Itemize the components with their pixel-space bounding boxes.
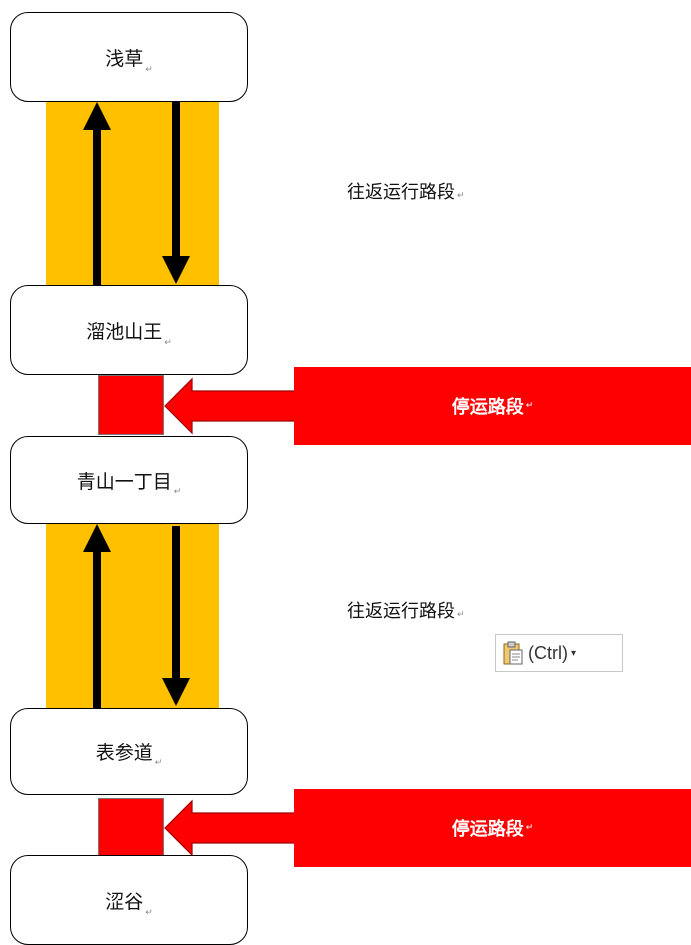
down-arrow-icon <box>162 102 190 284</box>
segment-2-bar <box>46 522 219 712</box>
station-tameike-sanno: 溜池山王↵ <box>10 285 248 375</box>
callout-arrow-icon <box>164 377 296 435</box>
paragraph-mark: ↵ <box>145 908 153 918</box>
paragraph-mark: ↵ <box>145 65 153 75</box>
station-asakusa: 浅草↵ <box>10 12 248 102</box>
paragraph-mark: ↵ <box>173 487 182 497</box>
clipboard-icon <box>503 641 523 665</box>
stop-label: 停运路段 <box>451 397 524 418</box>
up-arrow-icon <box>83 524 111 708</box>
station-shibuya: 涩谷↵ <box>10 855 248 945</box>
paragraph-mark: ↵ <box>457 610 465 620</box>
stop-block-2 <box>98 798 164 856</box>
station-name: 涩谷 <box>105 890 144 913</box>
stop-block-1 <box>98 375 164 435</box>
station-name: 浅草 <box>105 47 144 70</box>
station-name: 表参道 <box>95 742 153 764</box>
paragraph-mark: ↵ <box>154 758 163 768</box>
segment-1-bar <box>46 100 219 288</box>
stop-callout-1: 停运路段↵ <box>294 367 691 445</box>
up-arrow-icon <box>83 102 111 286</box>
paragraph-mark: ↵ <box>525 823 534 833</box>
station-name: 青山一丁目 <box>76 470 172 493</box>
paragraph-mark: ↵ <box>525 401 534 411</box>
paste-options-label: (Ctrl) <box>528 642 568 663</box>
paragraph-mark: ↵ <box>164 338 172 348</box>
down-arrow-icon <box>162 526 190 706</box>
station-name: 溜池山王 <box>86 320 163 343</box>
segment-2-label: 往返运行路段↵ <box>347 601 465 622</box>
stop-callout-2: 停运路段↵ <box>294 789 691 867</box>
segment-1-label: 往返运行路段↵ <box>347 182 465 203</box>
station-omotesando: 表参道↵ <box>10 708 248 795</box>
stop-label: 停运路段 <box>451 819 524 840</box>
paragraph-mark: ↵ <box>457 191 465 201</box>
dropdown-arrow-icon: ▾ <box>570 647 577 659</box>
paste-options-button[interactable]: (Ctrl) ▾ <box>495 634 623 672</box>
station-aoyama-itchome: 青山一丁目↵ <box>10 436 248 524</box>
